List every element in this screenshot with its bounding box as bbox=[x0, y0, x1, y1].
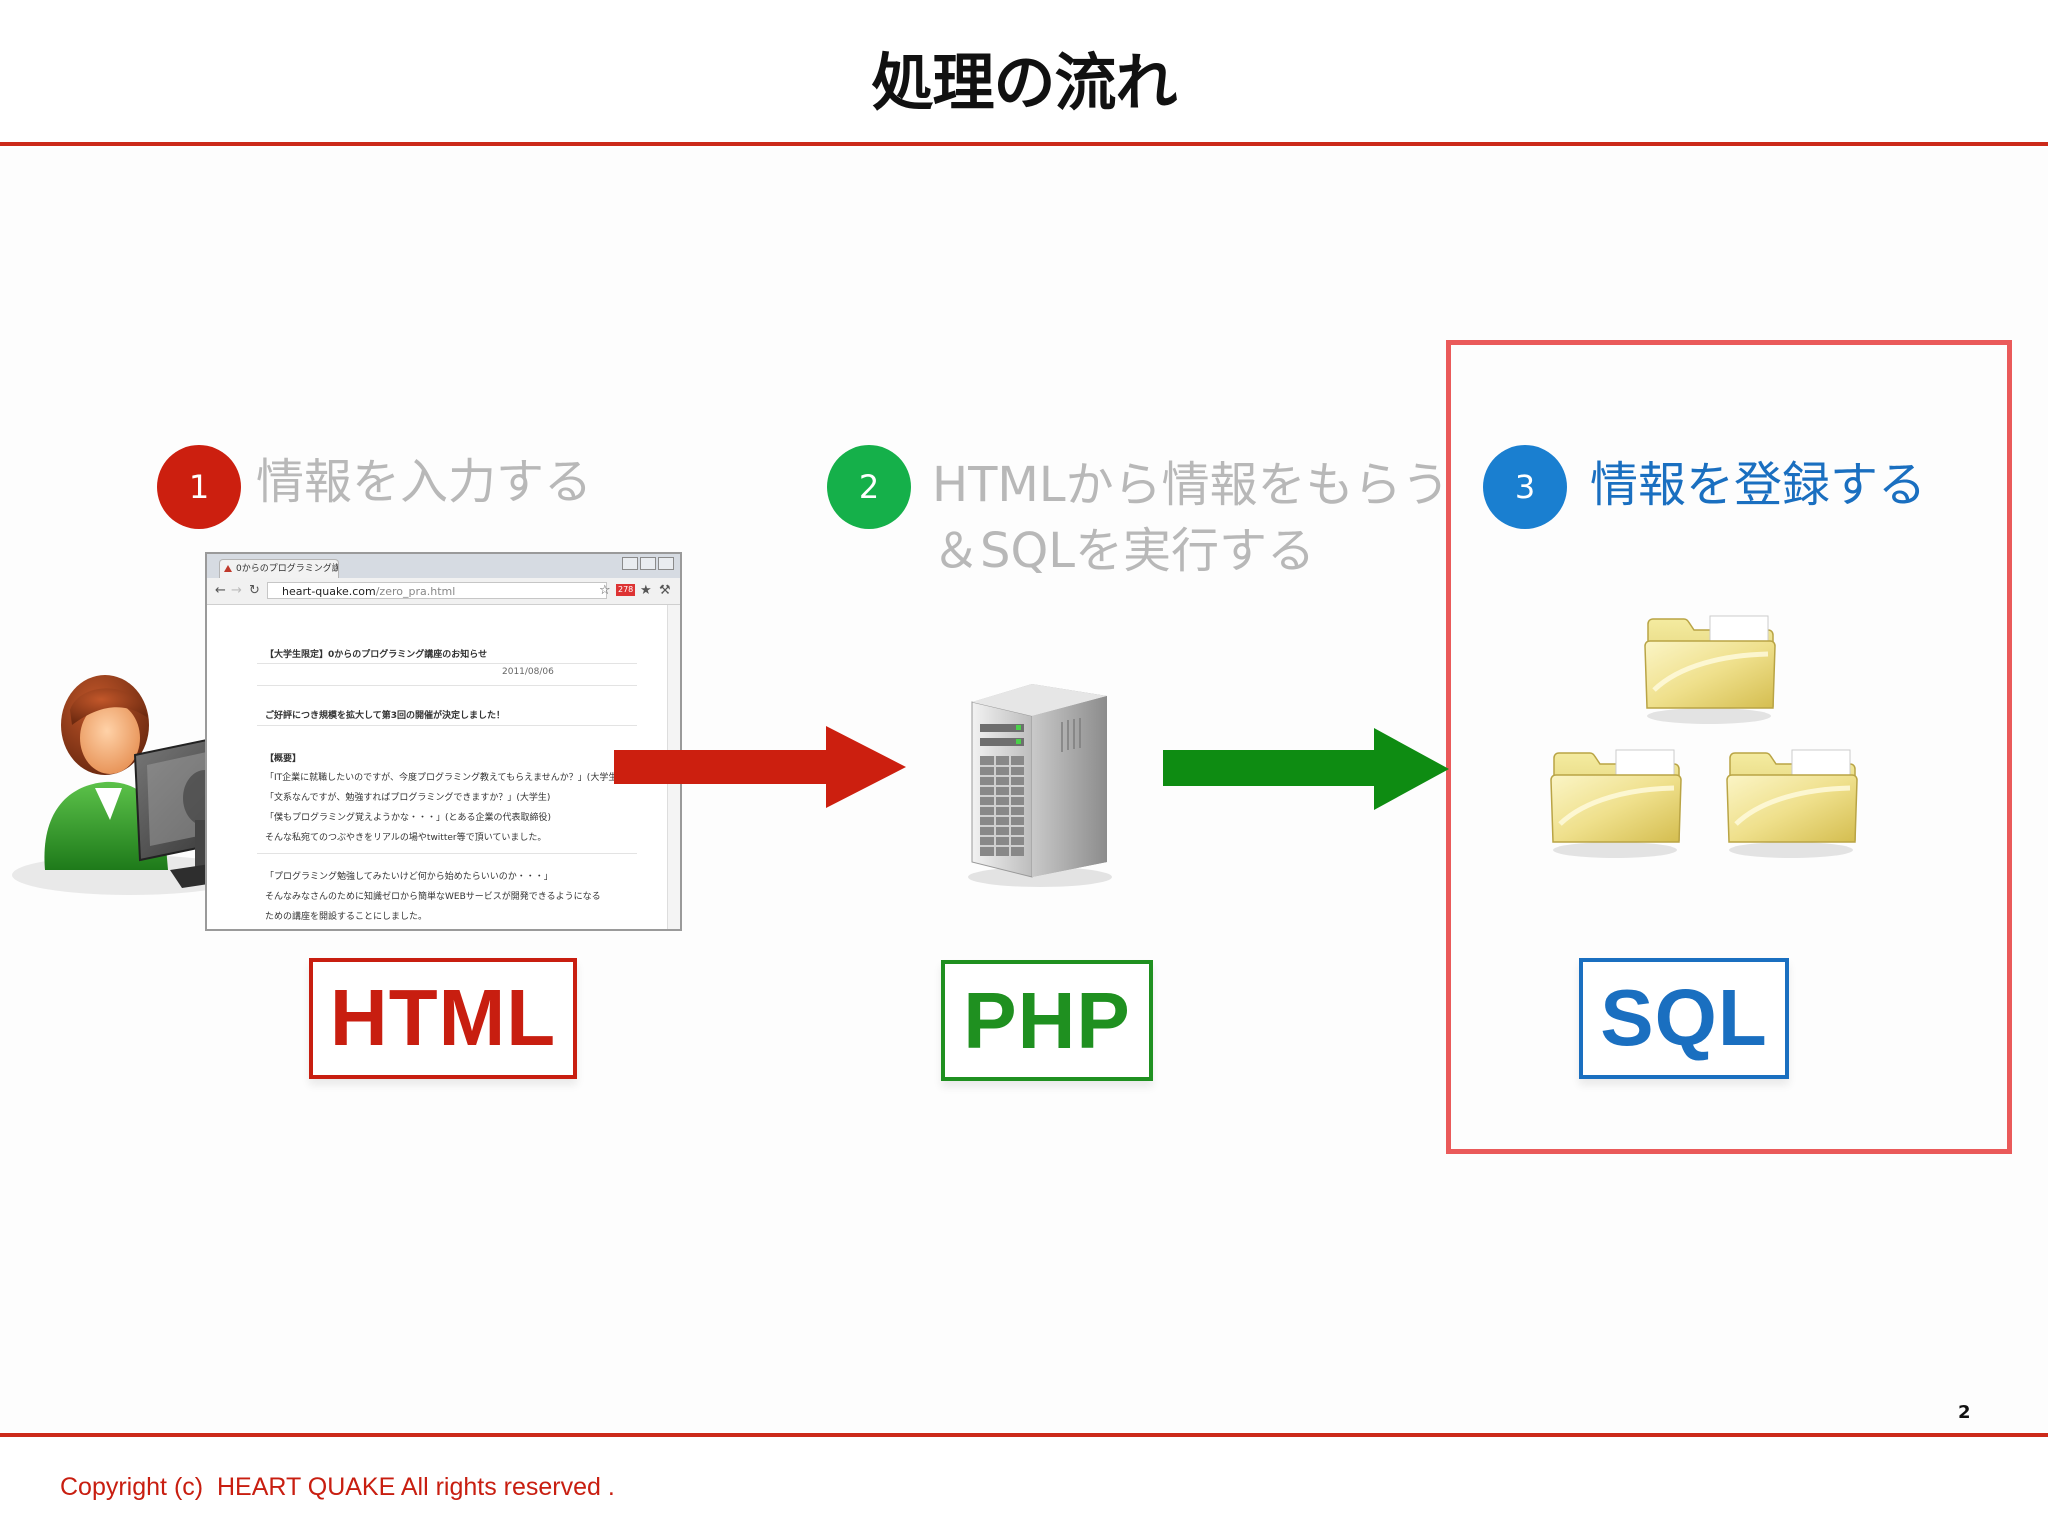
arrow-php-to-sql bbox=[1163, 728, 1449, 810]
article-line: 「プログラミング勉強してみたいけど何から始めたらいいのか・・・」 bbox=[265, 869, 635, 882]
reload-icon[interactable]: ↻ bbox=[249, 582, 260, 600]
back-arrow-icon[interactable]: ← bbox=[215, 582, 226, 600]
folder-icon bbox=[1640, 610, 1778, 725]
article-line: 「僕もプログラミング覚えようかな・・・」(とある企業の代表取締役) bbox=[265, 810, 635, 823]
article-date: 2011/08/06 bbox=[502, 667, 622, 677]
header-divider bbox=[0, 142, 2048, 146]
step-3-number: 3 bbox=[1515, 468, 1535, 506]
section-heading: 【概要】 bbox=[265, 751, 635, 764]
step-2-text: HTMLから情報をもらう ＆SQLを実行する bbox=[932, 452, 1450, 584]
html-label: HTML bbox=[309, 958, 577, 1079]
copyright-text: Copyright (c) HEART QUAKE All rights res… bbox=[60, 1473, 615, 1502]
step-1-text: 情報を入力する bbox=[256, 449, 592, 515]
divider bbox=[257, 853, 637, 854]
url-host: heart-quake.com bbox=[282, 585, 376, 598]
step-1-badge: 1 bbox=[157, 445, 241, 529]
article-line: 「文系なんですが、勉強すればプログラミングできますか？」(大学生) bbox=[265, 790, 635, 803]
article-line: そんなみなさんのために知識ゼロから簡単なWEBサービスが開発できるようになる bbox=[265, 889, 635, 902]
step-2-number: 2 bbox=[859, 468, 879, 506]
page-content: 【大学生限定】0からのプログラミング講座のお知らせ 2011/08/06 ご好評… bbox=[207, 605, 680, 929]
star-icon[interactable]: ★ bbox=[640, 582, 652, 600]
article-line: そんな私宛てのつぶやきをリアルの場やtwitter等で頂いていました。 bbox=[265, 830, 635, 843]
browser-tab-title: 0からのプログラミング講 bbox=[236, 564, 339, 574]
article-headline: ご好評につき規模を拡大して第3回の開催が決定しました！ bbox=[265, 708, 635, 721]
divider bbox=[257, 685, 637, 686]
article-title: 【大学生限定】0からのプログラミング講座のお知らせ bbox=[265, 647, 635, 660]
footer-divider bbox=[0, 1433, 2048, 1437]
address-bar[interactable]: heart-quake.com/zero_pra.html bbox=[267, 582, 607, 599]
sql-label: SQL bbox=[1579, 958, 1789, 1079]
step-1-number: 1 bbox=[189, 468, 209, 506]
minimize-icon[interactable] bbox=[622, 557, 638, 570]
browser-tab[interactable]: 0からのプログラミング講 bbox=[219, 559, 339, 578]
browser-toolbar: ← → ↻ heart-quake.com/zero_pra.html ☆ 27… bbox=[207, 578, 680, 605]
site-favicon-icon bbox=[224, 565, 232, 572]
article-line: 「IT企業に就職したいのですが、今度プログラミング教えてもらえませんか？」(大学… bbox=[265, 770, 635, 783]
window-controls bbox=[622, 557, 674, 570]
bookmark-star-icon[interactable]: ☆ bbox=[599, 582, 611, 600]
maximize-icon[interactable] bbox=[640, 557, 656, 570]
browser-window: 0からのプログラミング講 ← → ↻ heart-quake.com/zero_… bbox=[205, 552, 682, 931]
divider bbox=[257, 663, 637, 664]
step-3-text: 情報を登録する bbox=[1590, 452, 1926, 518]
url-path: /zero_pra.html bbox=[376, 585, 456, 598]
forward-arrow-icon[interactable]: → bbox=[231, 582, 242, 600]
close-icon[interactable] bbox=[658, 557, 674, 570]
browser-tab-bar: 0からのプログラミング講 bbox=[207, 554, 680, 578]
step-2-badge: 2 bbox=[827, 445, 911, 529]
folder-icon bbox=[1722, 744, 1860, 859]
extension-badge[interactable]: 278 bbox=[616, 584, 635, 596]
folder-icon bbox=[1546, 744, 1684, 859]
arrow-html-to-php bbox=[614, 726, 906, 808]
server-tower-icon bbox=[962, 672, 1112, 887]
step-3-badge: 3 bbox=[1483, 445, 1567, 529]
slide-title: 処理の流れ bbox=[0, 32, 2048, 122]
php-label: PHP bbox=[941, 960, 1153, 1081]
divider bbox=[257, 725, 637, 726]
wrench-icon[interactable]: ⚒ bbox=[659, 582, 671, 600]
article-line: ための講座を開設することにしました。 bbox=[265, 909, 635, 922]
page-number: 2 bbox=[1958, 1402, 1971, 1423]
